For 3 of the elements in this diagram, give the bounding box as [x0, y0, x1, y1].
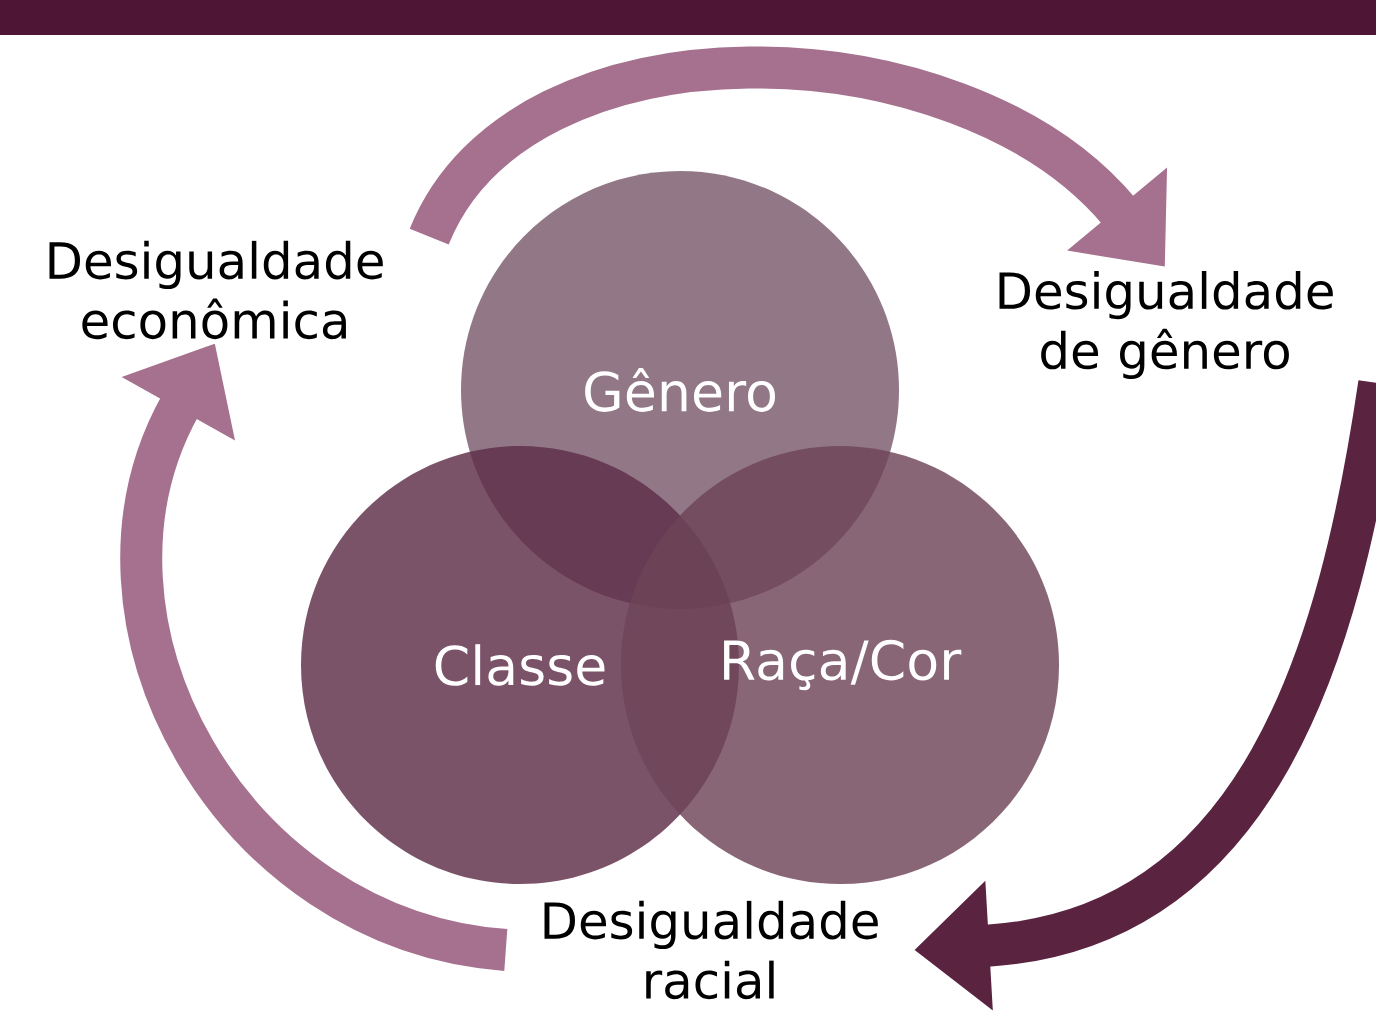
- category-label: Desigualdade econômica: [49, 240, 383, 340]
- category-label: Desigualdade de gênero: [999, 271, 1333, 379]
- category-label: Desigualdade racial: [544, 900, 878, 1000]
